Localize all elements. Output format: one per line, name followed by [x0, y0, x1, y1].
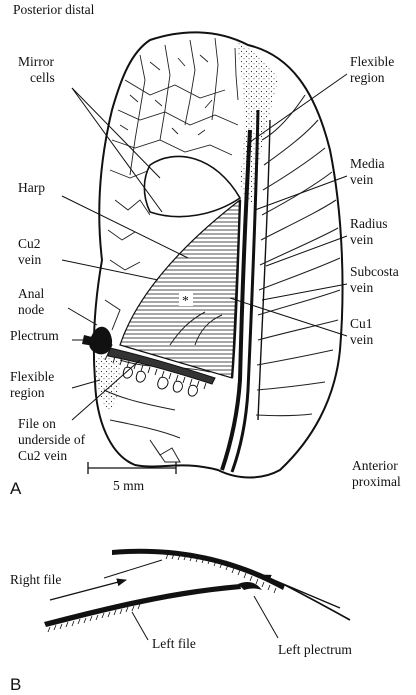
label-file-underside-line3: Cu2 vein [18, 448, 67, 463]
scale-bar-label: 5 mm [113, 478, 145, 493]
right-file-tail [285, 585, 350, 620]
label-mirror-cells-line1: Mirror [18, 54, 54, 69]
label-cu1-vein-line2: vein [350, 332, 373, 347]
corner-label-proximal: proximal [352, 474, 401, 489]
panel-a: Posterior distal Mirror cells Harp Cu2 v… [10, 2, 401, 498]
label-harp: Harp [18, 180, 45, 195]
corner-label-posterior-distal: Posterior distal [13, 2, 95, 17]
label-cu1-vein-line1: Cu1 [350, 316, 373, 331]
panel-b: Right file Left file Left plectrum B [10, 549, 352, 694]
label-right-file: Right file [10, 572, 61, 587]
label-subcosta-vein-line2: vein [350, 280, 373, 295]
label-flexible-region-right-line1: Flexible [350, 54, 394, 69]
label-anal-node-line2: node [18, 302, 44, 317]
panel-letter-a: A [10, 479, 22, 498]
label-plectrum: Plectrum [10, 328, 59, 343]
corner-label-anterior: Anterior [352, 458, 398, 473]
arrow-left-file-direction [50, 580, 126, 600]
label-flexible-region-left-line2: region [10, 385, 45, 400]
wing-drawing [82, 32, 343, 477]
label-anal-node-line1: Anal [18, 286, 44, 301]
label-flexible-region-left-line1: Flexible [10, 369, 54, 384]
right-file-band [112, 549, 285, 590]
label-flexible-region-right-line2: region [350, 70, 385, 85]
label-media-vein-line2: vein [350, 172, 373, 187]
label-subcosta-vein-line1: Subcosta [350, 264, 399, 279]
label-radius-vein-line1: Radius [350, 216, 388, 231]
left-file-band [44, 584, 241, 627]
label-cu2-vein-line2: vein [18, 252, 41, 267]
left-plectrum [238, 582, 262, 590]
label-file-underside-line2: underside of [18, 432, 86, 447]
label-media-vein-line1: Media [350, 156, 385, 171]
label-radius-vein-line2: vein [350, 232, 373, 247]
label-file-underside-line1: File on [18, 416, 56, 431]
label-left-file: Left file [152, 636, 196, 651]
panel-letter-b: B [10, 675, 21, 694]
arrow-right-file-direction [262, 575, 340, 608]
label-mirror-cells-line2: cells [30, 70, 55, 85]
asterisk-marker: * [182, 293, 189, 308]
label-left-plectrum: Left plectrum [278, 642, 352, 657]
label-cu2-vein-line1: Cu2 [18, 236, 41, 251]
